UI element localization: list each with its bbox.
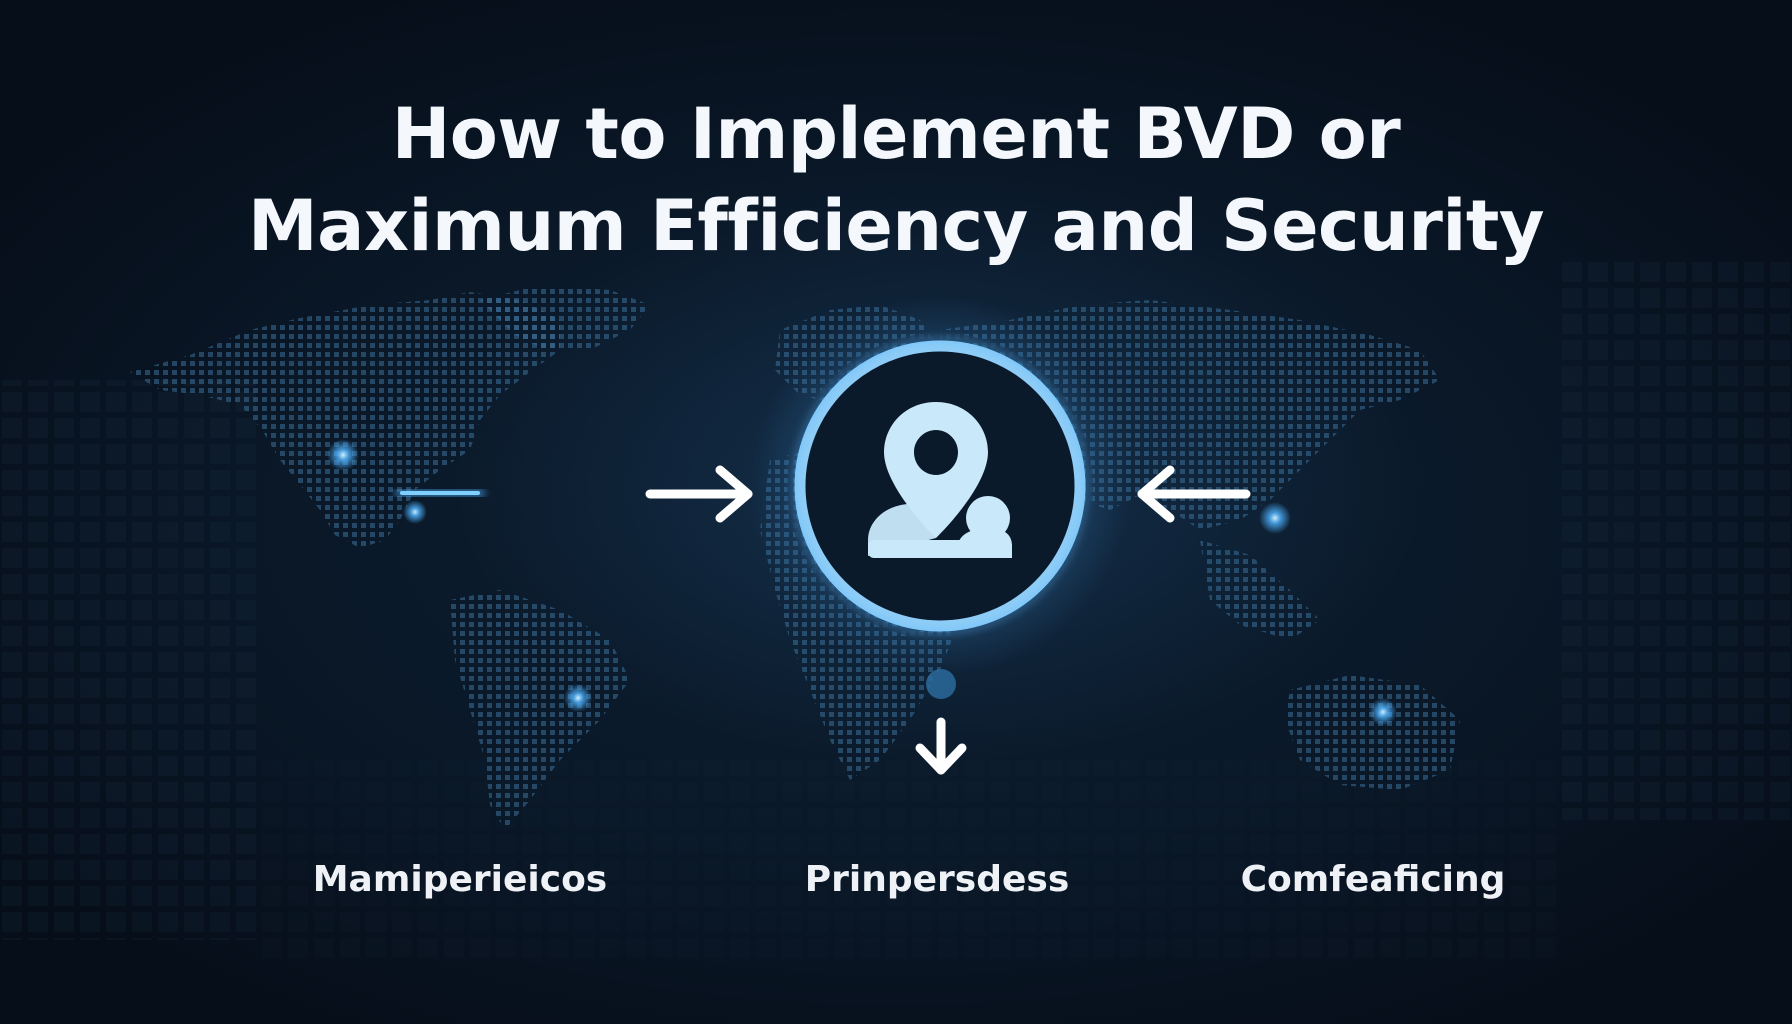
arrow-down-icon bbox=[915, 717, 967, 775]
continent-south-america bbox=[450, 590, 630, 830]
background-grid-bottom bbox=[260, 760, 1560, 960]
glow-point-asia bbox=[1259, 502, 1291, 534]
background-grid-left bbox=[0, 380, 260, 940]
glow-point-na-east bbox=[403, 500, 427, 524]
connector-dot bbox=[926, 669, 956, 699]
hub-ring-outer bbox=[787, 333, 1093, 639]
location-pin-user-icon bbox=[868, 402, 1012, 558]
title-line-2: Maximum Efficiency and Security bbox=[247, 185, 1545, 267]
caption-center: Prinpersdess bbox=[804, 859, 1070, 900]
page-title: How to Implement BVD or Maximum Efficien… bbox=[0, 88, 1792, 272]
continent-greenland bbox=[480, 285, 650, 352]
background-grid-right bbox=[1560, 260, 1792, 820]
arrow-left-icon bbox=[1137, 465, 1251, 523]
glow-point-australia bbox=[1369, 698, 1397, 726]
caption-right: Comfeaficing bbox=[1240, 859, 1506, 900]
continent-southeast-asia bbox=[1200, 540, 1320, 640]
glow-point-south-america bbox=[564, 684, 592, 712]
caption-left: Mamiperieicos bbox=[312, 859, 608, 900]
continent-australia bbox=[1285, 675, 1460, 790]
arrow-right-icon bbox=[645, 465, 753, 523]
glow-point-na-west bbox=[327, 439, 359, 471]
continent-north-america bbox=[130, 292, 560, 548]
title-line-1: How to Implement BVD or bbox=[391, 93, 1401, 175]
